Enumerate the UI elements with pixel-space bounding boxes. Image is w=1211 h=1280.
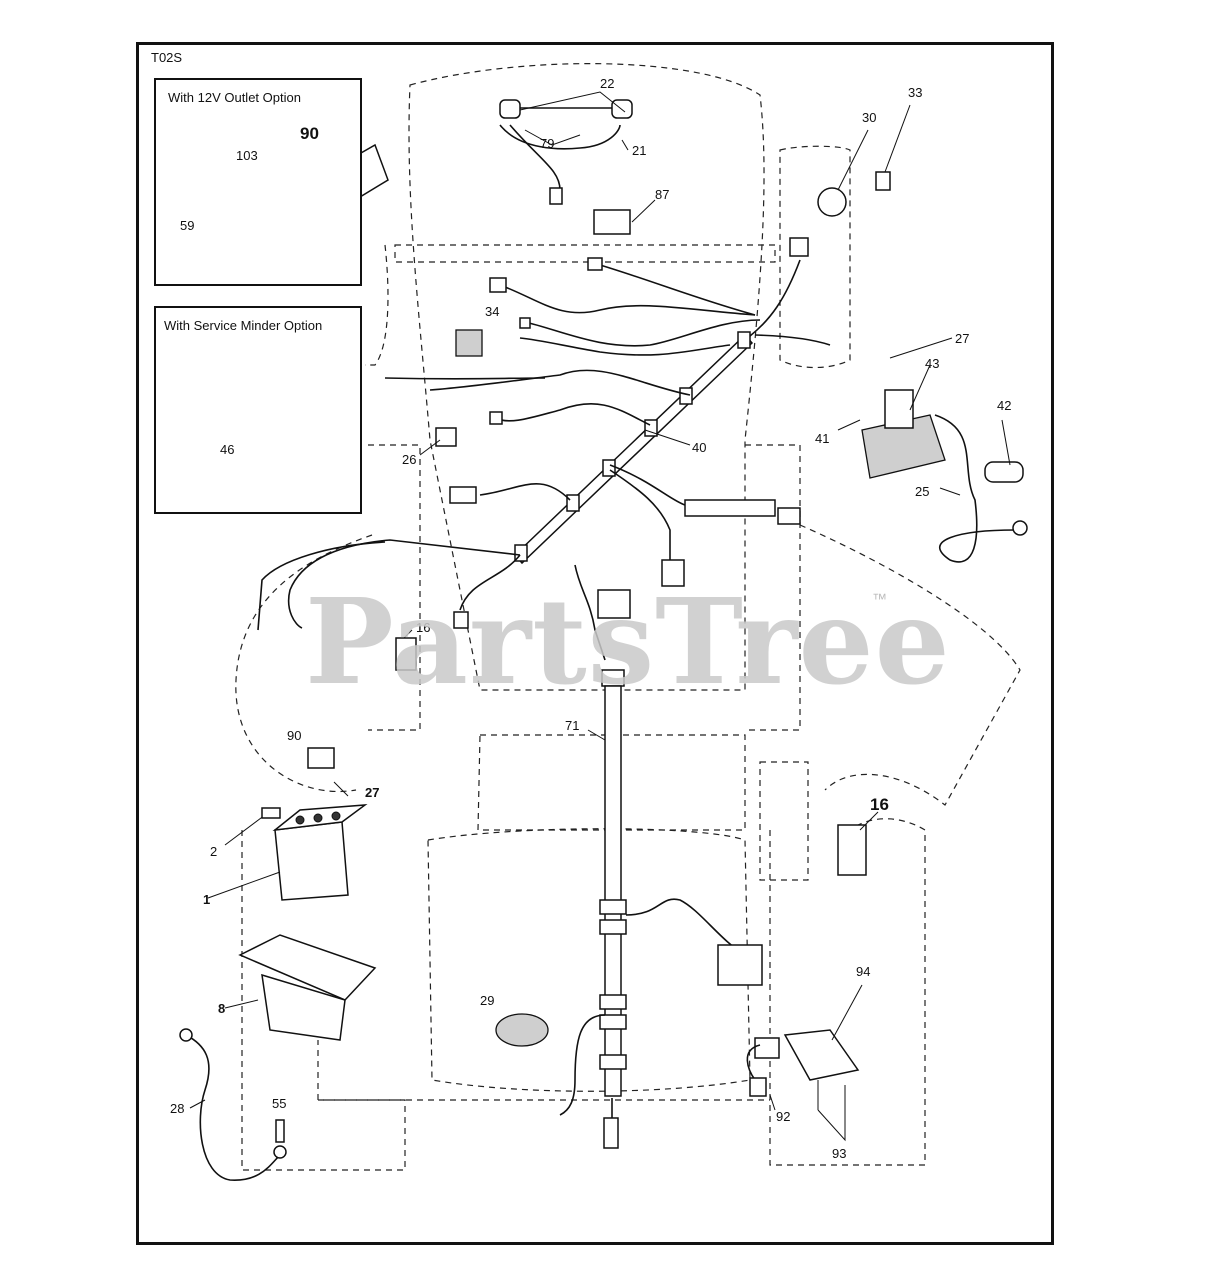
callout-46[interactable]: 46: [220, 442, 235, 457]
callout-93[interactable]: 93: [832, 1146, 847, 1161]
right-wheel-outline: [799, 524, 1021, 806]
callout-92[interactable]: 92: [776, 1109, 791, 1124]
watermark-text: PartsTree: [305, 572, 951, 711]
left-wheel-outline: [235, 534, 373, 792]
callout-30[interactable]: 30: [862, 110, 877, 125]
callout-42[interactable]: 42: [997, 398, 1012, 413]
terminal-boot: [984, 461, 1024, 483]
frame-right-rail: [745, 444, 801, 731]
rear-deck-outline: [427, 828, 751, 1092]
callout-25[interactable]: 25: [915, 484, 930, 499]
seat-deck-outline: [477, 734, 746, 831]
frame-left-rail: [368, 444, 421, 731]
ignition-switch: [817, 187, 847, 217]
callout-41[interactable]: 41: [815, 431, 830, 446]
callout-43[interactable]: 43: [925, 356, 940, 371]
diagram-frame: [136, 42, 1054, 1245]
callout-26[interactable]: 26: [402, 452, 417, 467]
callout-90[interactable]: 90: [287, 728, 302, 743]
sheet-id: T02S: [151, 50, 183, 65]
battery-cable-negative: [185, 1034, 281, 1181]
watermark-trademark: ™: [872, 591, 887, 608]
battery-cable-positive: [934, 414, 1016, 563]
right-fender-front: [779, 145, 851, 369]
callout-21[interactable]: 21: [632, 143, 647, 158]
callout-leaders: [189, 91, 1011, 1142]
callout-22[interactable]: 22: [600, 76, 615, 91]
callout-16-brake[interactable]: 16: [416, 620, 431, 635]
headlight-harness: [499, 99, 633, 205]
outlet-option-title: With 12V Outlet Option: [168, 90, 301, 105]
ignition-key: [875, 171, 891, 191]
rear-wire-harness: [559, 564, 763, 1149]
callout-79[interactable]: 79: [540, 136, 555, 151]
callout-103[interactable]: 103: [236, 148, 258, 163]
callout-27-battery[interactable]: 27: [365, 785, 380, 800]
ground-bolt: [275, 1119, 285, 1143]
service-minder-inset: With Service Minder Option: [154, 306, 362, 514]
callout-1[interactable]: 1: [203, 892, 211, 907]
callout-40[interactable]: 40: [692, 440, 707, 455]
callout-8[interactable]: 8: [218, 1001, 226, 1016]
relay: [435, 427, 457, 447]
callout-16-seat[interactable]: 16: [870, 795, 889, 814]
main-wire-harness: [257, 237, 831, 631]
light-switch: [593, 209, 631, 235]
voltage-regulator: [783, 1029, 860, 1081]
callout-29[interactable]: 29: [480, 993, 495, 1008]
callout-27-solenoid[interactable]: 27: [955, 331, 970, 346]
callout-59[interactable]: 59: [180, 218, 195, 233]
callout-55[interactable]: 55: [272, 1096, 287, 1111]
dash-panel-outline: [394, 244, 776, 263]
callout-34[interactable]: 34: [485, 304, 500, 319]
brake-switch: [395, 637, 417, 671]
callout-90-inset[interactable]: 90: [300, 124, 319, 143]
callout-28[interactable]: 28: [170, 1101, 185, 1116]
callout-87[interactable]: 87: [655, 187, 670, 202]
battery-tray: [238, 934, 377, 1001]
hood-outline: [408, 63, 765, 691]
service-minder-title: With Service Minder Option: [164, 318, 323, 333]
fuse-holder: [455, 329, 483, 357]
outlet-option-inset: With 12V Outlet Option: [154, 78, 362, 286]
callout-71[interactable]: 71: [565, 718, 580, 733]
seat-switch: [837, 824, 867, 876]
callout-2[interactable]: 2: [210, 844, 218, 859]
callout-94[interactable]: 94: [856, 964, 871, 979]
outlet-plug: [307, 747, 335, 769]
wire-coil: [495, 1013, 549, 1047]
callout-33[interactable]: 33: [908, 85, 923, 100]
lift-lever-slot: [759, 761, 809, 881]
